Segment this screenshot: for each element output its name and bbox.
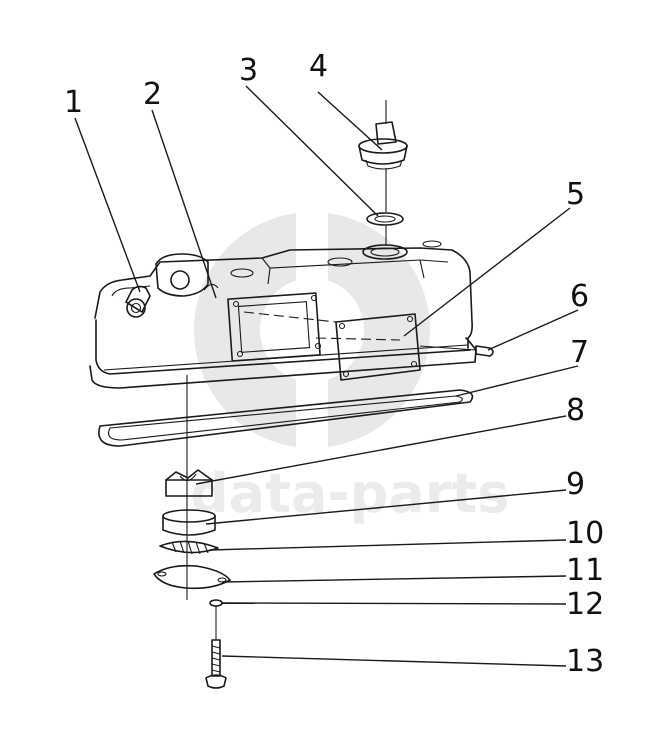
callout-10: 10 (566, 516, 604, 551)
cover-gasket (98, 389, 474, 447)
leader-lines (74, 85, 579, 667)
callout-8: 8 (566, 393, 585, 428)
sleeve-ring (162, 509, 216, 536)
callout-13: 13 (566, 644, 604, 679)
callout-1: 1 (64, 85, 83, 120)
callout-6: 6 (570, 279, 589, 314)
watermark: data-parts (190, 200, 509, 525)
bolt (205, 606, 227, 689)
small-washer (209, 599, 223, 607)
oil-filler-cap (358, 100, 408, 212)
callout-5: 5 (566, 177, 585, 212)
callout-12: 12 (566, 587, 604, 622)
callout-labels: 1 2 3 4 5 6 7 8 9 10 11 12 13 (64, 49, 604, 679)
cover-plate (335, 313, 421, 381)
washer-plate (153, 564, 231, 590)
callout-2: 2 (143, 77, 162, 112)
spring-clip (159, 540, 219, 555)
breather-tube (125, 285, 151, 318)
callout-11: 11 (566, 553, 604, 588)
callout-3: 3 (239, 53, 258, 88)
callout-4: 4 (309, 49, 328, 84)
valve-cover (89, 240, 477, 389)
small-screw (419, 345, 494, 357)
callout-9: 9 (566, 467, 585, 502)
seat-block (165, 469, 213, 497)
callout-7: 7 (570, 335, 589, 370)
watermark-text: data-parts (190, 462, 509, 525)
o-ring (366, 212, 404, 226)
